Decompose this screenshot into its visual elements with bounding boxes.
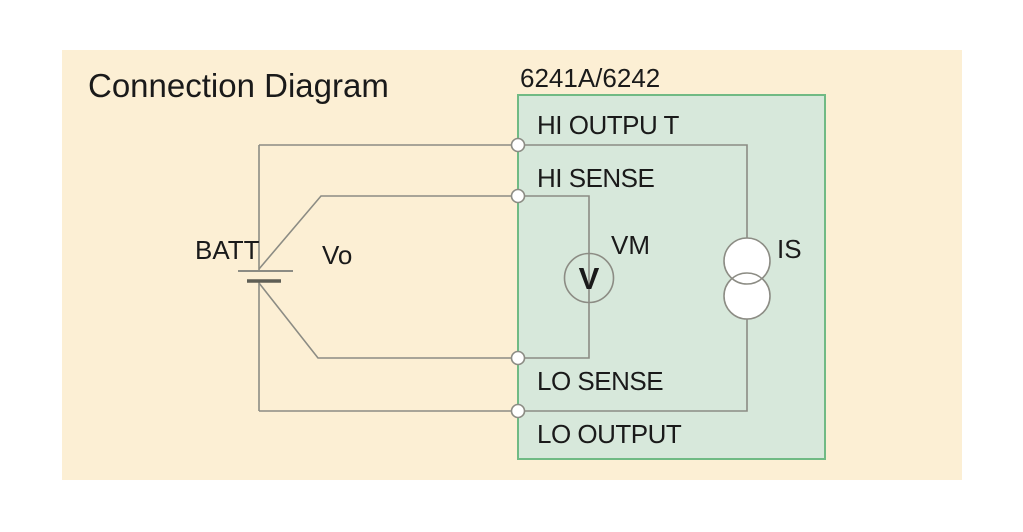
battery-label: BATT xyxy=(195,235,260,265)
source-voltage-label: Vo xyxy=(322,240,352,270)
diagram-panel xyxy=(62,50,962,480)
terminal-dot-hi-sense xyxy=(510,188,526,204)
voltmeter-icon: V xyxy=(563,252,615,304)
wire-lo-sense-external xyxy=(258,282,518,359)
device-box xyxy=(517,94,826,460)
terminal-label-lo-output: LO OUTPUT xyxy=(537,419,682,449)
device-model-label: 6241A/6242 xyxy=(520,63,660,93)
page-title: Connection Diagram xyxy=(88,67,389,104)
battery-symbol xyxy=(238,270,293,283)
terminal-dot-lo-output xyxy=(510,403,526,419)
current-source-circle-top xyxy=(723,237,771,285)
current-source-circle-top-fill xyxy=(724,238,770,284)
wire-voltmeter-branch xyxy=(518,195,590,359)
current-source-icon xyxy=(723,237,771,320)
terminal-dot-hi-output xyxy=(510,137,526,153)
terminal-label-hi-output: HI OUTPU T xyxy=(537,110,679,140)
voltmeter-circle xyxy=(563,252,615,304)
current-source-circle-bottom xyxy=(723,272,771,320)
terminal-label-lo-sense: LO SENSE xyxy=(537,366,663,396)
voltmeter-label: VM xyxy=(611,230,650,260)
current-source-label: IS xyxy=(777,234,802,264)
current-source-circle-bottom-fill xyxy=(724,273,770,319)
wire-hi-sense-external xyxy=(258,195,518,270)
terminal-dot-lo-sense xyxy=(510,350,526,366)
voltmeter-glyph: V xyxy=(579,261,600,296)
terminal-label-hi-sense: HI SENSE xyxy=(537,163,655,193)
